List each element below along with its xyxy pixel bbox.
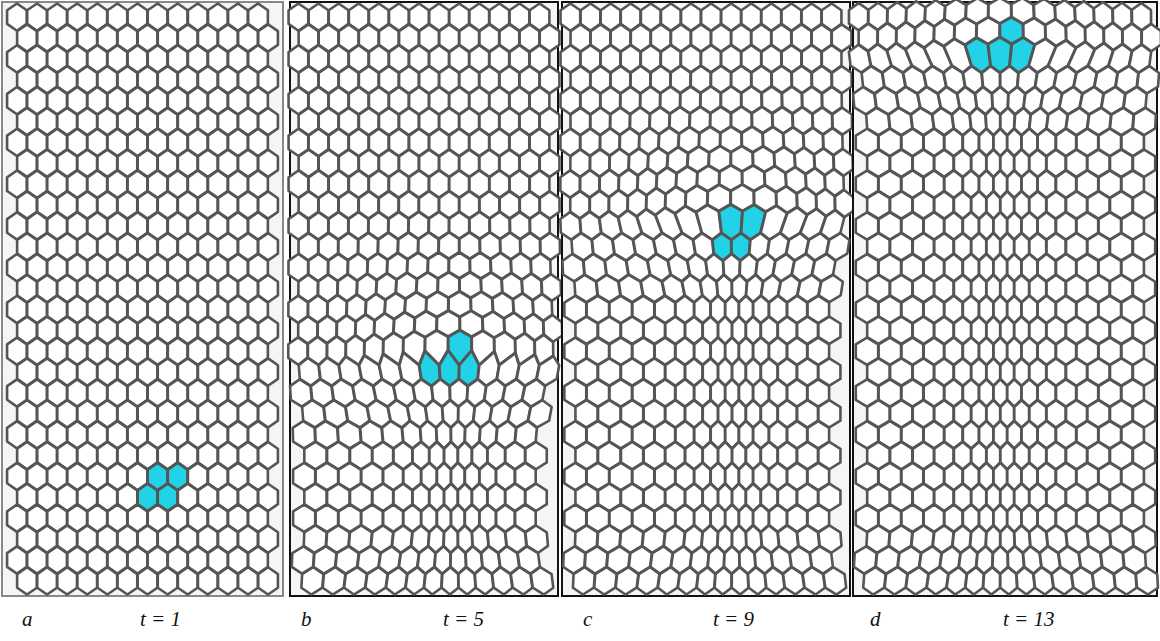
cell xyxy=(238,567,258,594)
cell xyxy=(365,567,387,594)
cell xyxy=(531,567,553,594)
cell xyxy=(947,567,967,594)
time-label: t = 5 xyxy=(443,609,484,630)
panel-frame xyxy=(2,2,283,596)
cell xyxy=(1136,567,1158,594)
panel-letter: c xyxy=(583,609,592,630)
cell xyxy=(1034,567,1054,594)
cell xyxy=(927,567,948,594)
cell xyxy=(424,567,442,594)
cell xyxy=(323,567,346,594)
cell xyxy=(218,567,238,594)
tissue-panel xyxy=(288,2,562,596)
cell xyxy=(863,567,885,594)
cell xyxy=(198,567,218,594)
cell xyxy=(765,567,785,594)
cell xyxy=(885,567,908,594)
cell xyxy=(594,567,616,594)
cell xyxy=(77,567,97,594)
cell xyxy=(138,567,158,594)
cell xyxy=(1114,567,1136,594)
tissue-panel xyxy=(560,2,853,596)
cell xyxy=(678,567,698,594)
cell xyxy=(1052,567,1073,594)
cell xyxy=(386,567,407,594)
cell xyxy=(97,567,117,594)
cell xyxy=(442,567,459,594)
cell xyxy=(906,567,928,594)
cell xyxy=(1092,567,1115,594)
cell xyxy=(475,567,494,594)
cell xyxy=(118,567,138,594)
cell xyxy=(965,567,983,594)
cell xyxy=(983,567,1000,594)
cell xyxy=(258,567,278,594)
cell xyxy=(406,567,426,594)
panel-frame xyxy=(562,2,850,596)
cell xyxy=(1072,567,1094,594)
cell xyxy=(344,567,367,594)
cell xyxy=(616,567,639,594)
time-label: t = 9 xyxy=(713,609,754,630)
panel-letter: b xyxy=(301,609,312,630)
time-label: t = 13 xyxy=(1003,609,1055,630)
cell xyxy=(573,567,595,594)
cell xyxy=(158,567,178,594)
cell xyxy=(1017,567,1035,594)
cell xyxy=(178,567,198,594)
cell xyxy=(715,567,732,594)
cell xyxy=(301,567,323,594)
panel-frame xyxy=(290,2,558,596)
tissue-panel xyxy=(849,0,1160,596)
panel-frame xyxy=(853,2,1157,596)
cell xyxy=(17,567,37,594)
cell xyxy=(732,567,749,594)
cell xyxy=(511,567,533,594)
cell xyxy=(783,567,804,594)
cell xyxy=(37,567,57,594)
cell xyxy=(458,567,475,594)
cell xyxy=(57,567,77,594)
panel-letter: a xyxy=(22,609,33,630)
cell xyxy=(803,567,825,594)
cell xyxy=(1000,567,1017,594)
tissue-panel xyxy=(2,2,283,596)
cell xyxy=(637,567,659,594)
cell xyxy=(697,567,715,594)
cell xyxy=(823,567,846,594)
cell xyxy=(748,567,766,594)
panel-letter: d xyxy=(870,609,881,630)
time-label: t = 1 xyxy=(140,609,181,630)
cell xyxy=(492,567,512,594)
cell xyxy=(658,567,680,594)
